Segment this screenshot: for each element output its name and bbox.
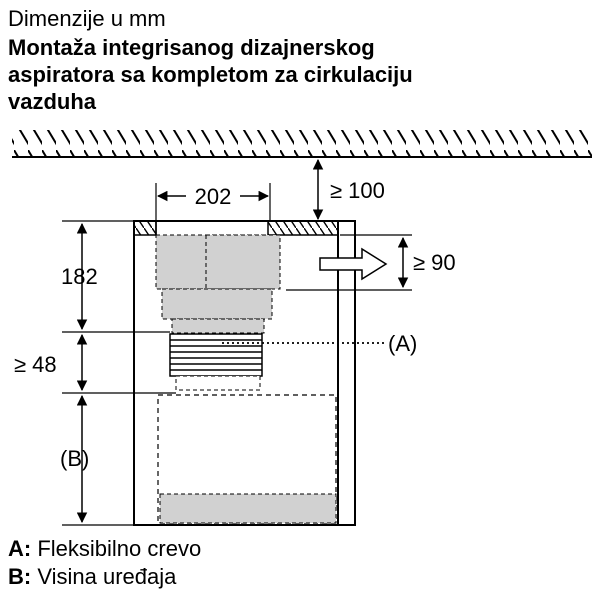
- dimension-units: Dimenzije u mm: [8, 6, 166, 31]
- ceiling: [12, 130, 592, 158]
- legend-text-a: Fleksibilno crevo: [37, 536, 202, 561]
- legend-key-b: B:: [8, 564, 32, 589]
- dimension-appliance-height-label: (B): [60, 446, 89, 471]
- title-line-2: aspiratora sa kompletom za cirkulaciju: [8, 62, 413, 87]
- dimension-ceiling-gap-label: ≥ 100: [330, 178, 385, 203]
- hose-callout-label: (A): [388, 331, 417, 356]
- dimension-top-width: [155, 183, 271, 221]
- legend-item-a: A: Fleksibilno crevo: [8, 535, 201, 563]
- legend-item-b: B: Visina uređaja: [8, 563, 176, 591]
- dimension-outlet-gap-label: ≥ 90: [413, 250, 456, 275]
- dimension-top-width-label: 202: [195, 184, 232, 209]
- flexible-hose: [169, 333, 263, 391]
- page-title: Montaža integrisanog dizajnerskog aspira…: [8, 34, 588, 115]
- title-line-3: vazduha: [8, 89, 97, 114]
- left-extension-lines: [62, 220, 176, 526]
- dimension-outlet-gap: [286, 234, 412, 291]
- legend-text-b: Visina uređaja: [37, 564, 177, 589]
- airflow-arrow: [319, 247, 388, 281]
- circulation-filter-box: [155, 234, 281, 334]
- title-line-1: Montaža integrisanog dizajnerskog: [8, 35, 375, 60]
- dimension-upper-height-label: 182: [61, 264, 98, 289]
- dimension-hose-height-label: ≥ 48: [14, 352, 57, 377]
- legend-key-a: A:: [8, 536, 32, 561]
- cabinet-door: [337, 220, 356, 526]
- hood-body: [157, 394, 337, 524]
